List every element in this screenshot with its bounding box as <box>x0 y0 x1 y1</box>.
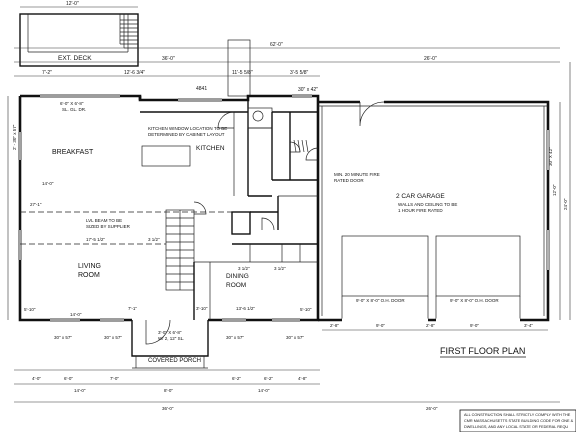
door-swings <box>193 111 319 231</box>
dim-3-1-2-b: 3 1/2" <box>238 266 250 271</box>
window-30x57-d: 30" x 57" <box>286 335 304 340</box>
interior-walls <box>20 100 318 320</box>
dim-14-0-bottom-b: 14'-0" <box>258 388 270 393</box>
compliance-line-2: CMR MASSACHUSETTS STATE BUILDING CODE FO… <box>464 419 574 423</box>
dim-9-0-a: 9'-0" <box>376 323 385 328</box>
dim-27-1: 27'-1" <box>30 202 42 207</box>
note-kitchen-window-2: DETERMINED BY CABINET LAYOUT <box>148 132 225 137</box>
dim-house-top: 36'-0" <box>162 56 175 62</box>
note-slider: 6'-0" X 6'-8" <box>60 101 84 106</box>
dim-7-0: 7'-0" <box>110 376 119 381</box>
dim-left-window: 2' - 30" x 57" <box>12 124 17 150</box>
note-front-door-2: W/ 2, 12" SL. <box>158 336 184 341</box>
dim-2-8: 2'-8" <box>330 323 339 328</box>
plan-title: FIRST FLOOR PLAN <box>440 346 525 356</box>
note-garage-door-right: 9'-0" X 8'-0" O.H. DOOR <box>450 298 499 303</box>
living-label-1: LIVING <box>78 263 101 270</box>
note-garage-walls-2: 1 HOUR FIRE RATED <box>398 208 443 213</box>
dim-12-0-right: 12'-0" <box>552 184 557 196</box>
dim-8-0-bottom: 8'-0" <box>164 388 173 393</box>
window-30x57-b: 30" x 57" <box>104 335 122 340</box>
dim-right-window-1: 30" X 42" <box>548 147 553 166</box>
dim-deck-top: 12'-0" <box>66 1 79 7</box>
covered-porch <box>131 319 209 369</box>
dim-11-5: 11'-5 5/8" <box>232 70 253 76</box>
dim-36-0-bottom: 36'-0" <box>162 406 174 411</box>
dim-7-2: 7'-2" <box>42 70 52 76</box>
dim-6-2-a: 6'-2" <box>232 376 241 381</box>
compliance-line-3: DWELLINGS, AND ANY LOCAL STATE OR FEDERA… <box>464 425 568 429</box>
breakfast-label: BREAKFAST <box>52 149 94 156</box>
dim-3-10: 3'-10" <box>196 306 208 311</box>
compliance-line-1: ALL CONSTRUCTION SHALL STRICTLY COMPLY W… <box>464 413 571 417</box>
dining-label-1: DINING <box>226 273 249 280</box>
dining-label-2: ROOM <box>226 282 246 289</box>
dim-6-2-b: 6'-2" <box>264 376 273 381</box>
dim-13-6: 13'-6 1/2" <box>236 306 255 311</box>
dim-5-10-b: 5'-10" <box>300 307 312 312</box>
ext-deck-label: EXT. DECK <box>58 55 92 62</box>
window-30x57-a: 30" x 57" <box>54 335 72 340</box>
note-fire-door-1: MIN. 20 MINUTE FIRE <box>334 172 380 177</box>
dim-3-4-b: 3'-4" <box>524 323 533 328</box>
dim-3-1-2-c: 3 1/2" <box>274 266 286 271</box>
dim-2-8-b: 2'-8" <box>426 323 435 328</box>
note-lvl-beam-2: SIZED BY SUPPLIER <box>86 224 131 229</box>
dim-3-1-2-a: 3 1/2" <box>148 237 160 242</box>
dim-12-6: 12'-6 3/4" <box>124 70 145 76</box>
covered-porch-label: COVERED PORCH <box>148 358 201 364</box>
note-kitchen-window-1: KITCHEN WINDOW LOCATION TO BE <box>148 126 227 131</box>
dim-overall-top: 62'-0" <box>270 42 283 48</box>
note-garage-door-left: 9'-0" X 8'-0" O.H. DOOR <box>356 298 405 303</box>
kitchen-label: KITCHEN <box>196 145 225 152</box>
windows <box>18 94 312 322</box>
ext-deck <box>19 13 139 67</box>
dim-9-0-b: 9'-0" <box>470 323 479 328</box>
dim-14-0-living: 14'-0" <box>70 312 82 317</box>
note-garage-walls-1: WALLS AND CEILING TO BE <box>398 202 457 207</box>
dim-6-0-a: 6'-0" <box>64 376 73 381</box>
window-4841: 4841 <box>196 86 207 92</box>
dim-26-0-bottom: 26'-0" <box>426 406 438 411</box>
dim-17-5: 17'-5 1/2" <box>86 237 105 242</box>
note-slider-2: SL. GL. DR. <box>62 107 86 112</box>
note-fire-door-2: RATED DOOR <box>334 178 364 183</box>
dim-5-10-a: 5'-10" <box>24 307 36 312</box>
dim-14-0-bottom: 14'-0" <box>74 388 86 393</box>
note-front-door-1: 3'-0" X 6'-8" <box>158 330 182 335</box>
note-lvl-beam-1: LVL BEAM TO BE <box>86 218 122 223</box>
chimney <box>227 39 251 97</box>
dim-4-0: 4'-0" <box>32 376 41 381</box>
compliance-note-box: ALL CONSTRUCTION SHALL STRICTLY COMPLY W… <box>459 409 576 432</box>
living-label-2: ROOM <box>78 272 100 279</box>
window-30x57-c: 30" x 57" <box>226 335 244 340</box>
garage-label: 2 CAR GARAGE <box>396 193 445 200</box>
garage-walls <box>318 100 550 322</box>
window-30x42-top: 30" x 42" <box>298 87 318 93</box>
dim-garage-top: 26'-0" <box>424 56 437 62</box>
dim-4-8: 4'-8" <box>298 376 307 381</box>
dim-7-1: 7'-1" <box>128 306 137 311</box>
dim-14-0-left: 14'-0" <box>42 181 54 186</box>
dim-24-0-right: 24'-0" <box>563 198 568 210</box>
dim-3-5: 3'-5 5/8" <box>290 70 309 76</box>
house-exterior-walls <box>18 94 320 322</box>
